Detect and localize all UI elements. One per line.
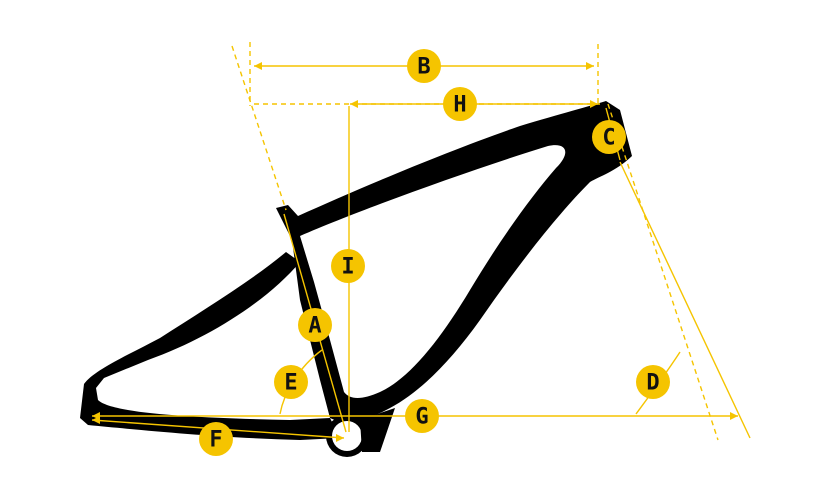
arrow-h-left [350,100,358,108]
label-f-text: F [209,428,222,453]
arrow-h-right [590,100,598,108]
label-h: H [443,87,477,121]
arrow-f-left [92,416,100,424]
label-i-text: I [341,255,354,280]
rear-dropout [360,408,395,452]
seat-tube-axis [231,45,287,211]
arrow-b-right [586,62,594,70]
label-h-text: H [453,93,466,118]
bottom-bracket-bore [332,421,362,451]
arrow-f-right [336,434,344,442]
label-e: E [274,365,308,399]
label-b-text: B [417,55,430,80]
head-tube-axis [607,103,719,441]
arrow-g-right [730,412,738,420]
label-c: C [592,120,626,154]
label-e-text: E [284,371,297,396]
label-g-text: G [415,405,428,430]
dimension-labels: B H C I A E D G [199,49,670,456]
label-a-text: A [308,314,321,339]
label-f: F [199,422,233,456]
label-i: I [331,249,365,283]
arrow-b-left [254,62,262,70]
label-g: G [405,399,439,433]
dimension-d-line [619,161,751,439]
label-a: A [298,308,332,342]
label-c-text: C [602,126,615,151]
label-b: B [407,49,441,83]
label-d: D [636,365,670,399]
label-d-text: D [646,371,659,396]
